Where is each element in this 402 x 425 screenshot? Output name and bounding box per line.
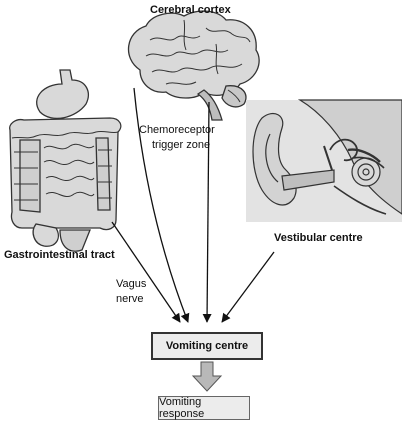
- label-gastrointestinal-tract: Gastrointestinal tract: [4, 249, 115, 261]
- label-vagus-line2: nerve: [116, 293, 144, 305]
- arrow-ctz: [202, 101, 212, 323]
- ear-illustration: [246, 99, 402, 222]
- vomiting-centre-box: Vomiting centre: [151, 332, 263, 360]
- label-chemoreceptor-line2: trigger zone: [152, 139, 211, 151]
- arrow-cortex: [133, 87, 190, 323]
- vomiting-response-label: Vomiting response: [159, 396, 205, 420]
- vomiting-response-box: Vomiting response: [158, 396, 250, 420]
- block-arrow-down: [191, 361, 223, 392]
- label-vestibular-centre: Vestibular centre: [274, 232, 363, 244]
- gastrointestinal-tract-illustration: [9, 69, 122, 252]
- pathway-arrows: [111, 87, 275, 323]
- arrow-gi: [111, 221, 181, 323]
- label-chemoreceptor-line1: Chemoreceptor: [139, 124, 215, 136]
- brain-illustration: [127, 10, 260, 121]
- label-cerebral-cortex: Cerebral cortex: [150, 4, 231, 16]
- vomiting-centre-label: Vomiting centre: [165, 340, 249, 352]
- label-vagus-line1: Vagus: [116, 278, 147, 290]
- arrow-vestibular: [221, 251, 275, 323]
